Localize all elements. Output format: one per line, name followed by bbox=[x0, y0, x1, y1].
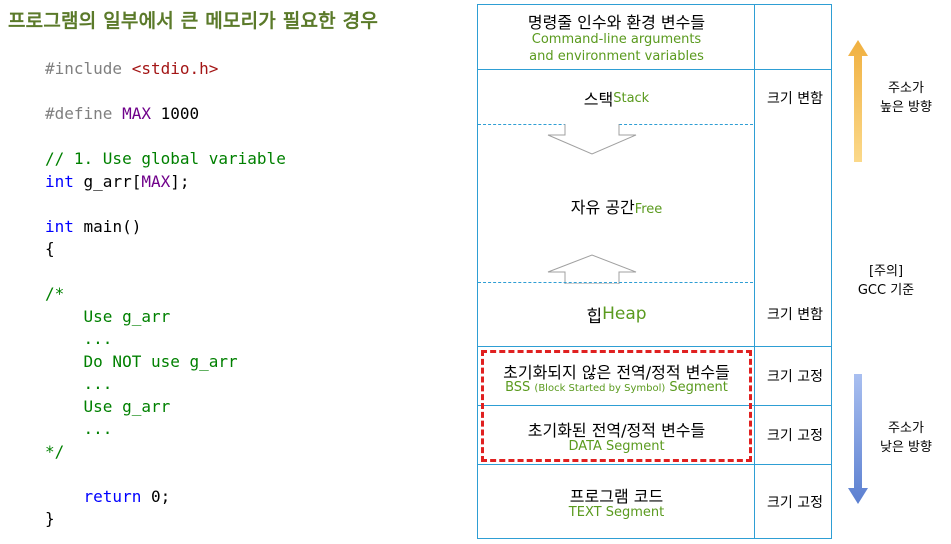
free-label: 자유 공간 bbox=[570, 198, 635, 217]
code-text: 0; bbox=[141, 486, 171, 506]
address-low-label-1: 주소가 bbox=[888, 421, 924, 436]
preprocessor: #define bbox=[45, 104, 123, 123]
code-text: g_arr[ bbox=[73, 171, 142, 191]
address-low-label-2: 낮은 방향 bbox=[880, 440, 932, 455]
bss-label-note: (Block Started by Symbol) bbox=[534, 383, 666, 394]
memory-row-data: 초기화된 전역/정적 변수들 DATA Segment 크기 고정 bbox=[477, 405, 832, 465]
global-variables-highlight bbox=[481, 350, 752, 462]
data-label-en: DATA Segment bbox=[568, 439, 665, 454]
code-comment: */ bbox=[45, 441, 65, 461]
bss-label: 초기화되지 않은 전역/정적 변수들 bbox=[503, 363, 730, 382]
address-high-label-2: 높은 방향 bbox=[880, 100, 932, 115]
data-size-label: 크기 고정 bbox=[754, 406, 835, 464]
memory-layout-diagram: 명령줄 인수와 환경 변수들 Command-line arguments an… bbox=[477, 4, 834, 539]
text-label-en: TEXT Segment bbox=[568, 505, 665, 520]
memory-row-args: 명령줄 인수와 환경 변수들 Command-line arguments an… bbox=[477, 4, 832, 70]
bss-label-segment: Segment bbox=[665, 380, 728, 395]
code-comment: ... bbox=[45, 419, 113, 438]
code-comment: Do NOT use g_arr bbox=[45, 351, 238, 371]
address-high-arrow-icon bbox=[848, 40, 868, 162]
stack-label-en: Stack bbox=[613, 90, 650, 106]
free-label-en: Free bbox=[634, 202, 663, 217]
code-line: } bbox=[45, 509, 55, 528]
heap-label-en: Heap bbox=[602, 304, 647, 324]
code-block: #include <stdio.h> #define MAX 1000 // 1… bbox=[45, 58, 286, 531]
macro-name: MAX bbox=[141, 171, 171, 191]
address-high-label-1: 주소가 bbox=[888, 81, 924, 96]
code-line-global: int g_arr[MAX]; bbox=[45, 171, 286, 194]
args-label: 명령줄 인수와 환경 변수들 bbox=[527, 13, 706, 32]
stack-label: 스택 bbox=[583, 90, 614, 109]
bss-label-en: BSS bbox=[505, 380, 535, 395]
args-label-en-2: and environment variables bbox=[529, 49, 704, 64]
heap-boundary-line bbox=[478, 282, 753, 283]
page-title: 프로그램의 일부에서 큰 메모리가 필요한 경우 bbox=[8, 10, 378, 32]
args-label-en-1: Command-line arguments bbox=[531, 32, 702, 47]
indent bbox=[45, 487, 84, 506]
down-arrow-icon bbox=[547, 124, 637, 284]
code-line: { bbox=[45, 239, 55, 258]
macro-value: 1000 bbox=[150, 104, 200, 123]
heap-label: 힙 bbox=[586, 306, 603, 327]
code-line-return: return 0; bbox=[45, 486, 286, 509]
heap-size-label: 크기 변함 bbox=[754, 282, 835, 346]
text-size-label: 크기 고정 bbox=[754, 465, 835, 538]
code-line-include: #include <stdio.h> bbox=[45, 58, 286, 81]
code-comment: ... bbox=[45, 374, 113, 393]
macro-name: MAX bbox=[122, 104, 151, 123]
keyword: int bbox=[45, 171, 74, 191]
text-label: 프로그램 코드 bbox=[569, 487, 664, 506]
code-comment: Use g_arr bbox=[45, 396, 171, 416]
stack-size-label: 크기 변함 bbox=[754, 70, 835, 126]
code-text: ]; bbox=[170, 171, 190, 191]
up-arrow-icon bbox=[547, 254, 637, 284]
code-comment: // 1. Use global variable bbox=[45, 149, 286, 168]
memory-row-free: 자유 공간Free bbox=[477, 124, 832, 284]
preprocessor: #include bbox=[45, 59, 132, 78]
code-text: main() bbox=[73, 216, 142, 236]
note-label: [주의] bbox=[868, 264, 904, 279]
bss-size-label: 크기 고정 bbox=[754, 347, 835, 405]
include-path: <stdio.h> bbox=[131, 59, 219, 78]
code-comment: Use g_arr bbox=[45, 306, 171, 326]
keyword: int bbox=[45, 216, 74, 236]
address-low-arrow-icon bbox=[848, 374, 868, 504]
code-line-main: int main() bbox=[45, 216, 286, 239]
note-gcc-label: GCC 기준 bbox=[857, 283, 915, 298]
data-label: 초기화된 전역/정적 변수들 bbox=[527, 421, 706, 440]
memory-row-text: 프로그램 코드 TEXT Segment 크기 고정 bbox=[477, 464, 832, 539]
code-comment: ... bbox=[45, 329, 113, 348]
code-comment: /* bbox=[45, 284, 65, 303]
keyword: return bbox=[83, 486, 142, 506]
code-line-define: #define MAX 1000 bbox=[45, 103, 286, 126]
